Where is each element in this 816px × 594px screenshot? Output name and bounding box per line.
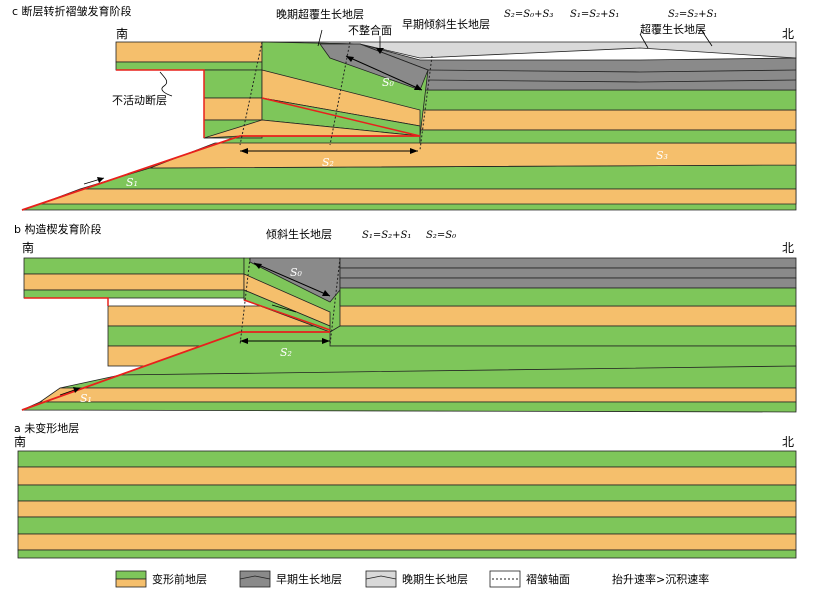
panel-b-s1-label: S₁: [80, 392, 92, 405]
legend-swatch-late-growth: [365, 570, 397, 588]
panel-c-equation-1: S₂=S₀+S₃: [504, 9, 553, 20]
panel-b-equation-2: S₂=S₀: [426, 230, 456, 241]
panel-a-north-label: 北: [782, 435, 794, 449]
legend-label-axial-surface: 褶皱轴面: [526, 572, 570, 586]
unconformity-label: 不整合面: [348, 23, 392, 37]
late-overlap-label: 晚期超覆生长地层: [276, 7, 364, 21]
legend-label-prefold: 变形前地层: [152, 572, 207, 586]
panel-b-s2-label: S₂: [280, 346, 292, 359]
legend-label-early-growth: 早期生长地层: [276, 572, 342, 586]
legend: [115, 570, 521, 588]
panel-b-heading: b 构造楔发育阶段: [14, 222, 101, 236]
legend-swatch-prefold-green: [115, 570, 147, 580]
panel-b-south-label: 南: [22, 240, 34, 255]
panel-b-wedge: [21, 257, 797, 413]
inactive-fault-label: 不活动断层: [112, 93, 167, 107]
legend-note: 抬升速率>沉积速率: [612, 572, 709, 586]
panel-a-undeformed: [17, 450, 797, 559]
legend-swatch-early-growth: [239, 570, 271, 588]
overlap-growth-label: 超覆生长地层: [640, 22, 706, 36]
legend-label-late-growth: 晚期生长地层: [402, 572, 468, 586]
panel-b-s0-label: S₀: [290, 266, 303, 279]
panel-a-south-label: 南: [14, 434, 26, 449]
panel-c-equation-2: S₁=S₂+S₁: [570, 9, 619, 20]
panel-c-heading: c 断层转折褶皱发育阶段: [12, 4, 132, 18]
early-tilt-label: 早期倾斜生长地层: [402, 17, 490, 31]
legend-swatch-prefold-orange: [115, 578, 147, 588]
panel-a-heading: a 未变形地层: [14, 421, 79, 435]
panel-c-south-label: 南: [116, 26, 128, 41]
panel-c-s2-label: S₂: [322, 156, 334, 169]
panel-b-north-label: 北: [782, 241, 794, 255]
panel-c-fold: [21, 27, 797, 211]
panel-c-north-label: 北: [782, 27, 794, 41]
panel-b-equation-1: S₁=S₂+S₁: [362, 230, 411, 241]
panel-b-tilt-label: 倾斜生长地层: [266, 227, 332, 241]
panel-c-s0-label: S₀: [382, 76, 395, 89]
panel-c-equation-3: S₂=S₂+S₁: [668, 9, 717, 20]
panel-c-s1-label: S₁: [126, 176, 138, 189]
panel-c-s3-label: S₃: [656, 149, 668, 162]
